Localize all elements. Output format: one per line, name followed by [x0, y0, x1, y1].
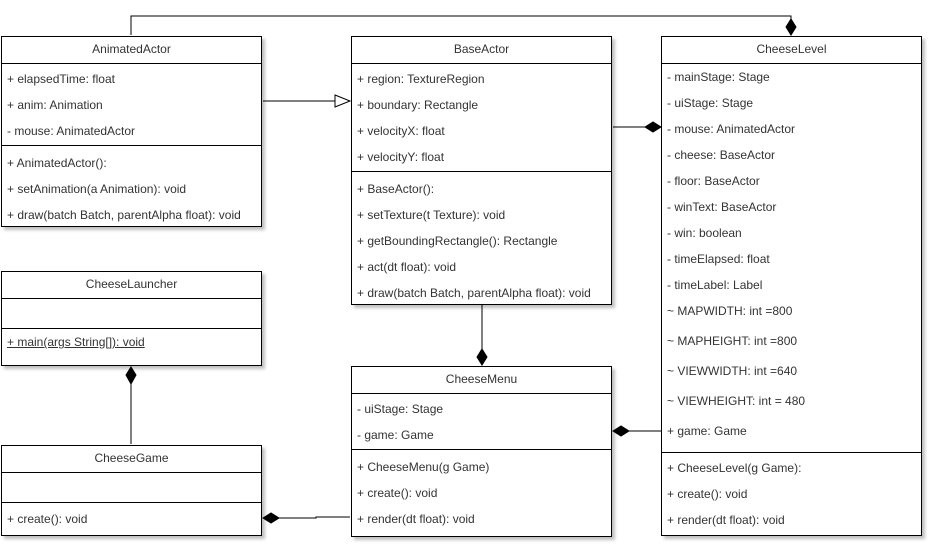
composition-cheesegame-cheeselauncher[interactable]	[125, 366, 137, 444]
method: + AnimatedActor():	[7, 156, 107, 170]
method: + draw(batch Batch, parentAlpha float): …	[7, 208, 241, 222]
methods-section: + AnimatedActor(): + setAnimation(a Anim…	[2, 145, 261, 228]
class-name: AnimatedActor	[92, 42, 171, 56]
attribute: + velocityX: float	[357, 124, 445, 138]
composition-baseactor-cheesemenu[interactable]	[476, 305, 488, 366]
class-name: CheeseLevel	[756, 42, 827, 56]
composition-baseactor-cheeselevel[interactable]	[613, 121, 662, 133]
attributes-section	[2, 472, 261, 502]
methods-section: + main(args String[]): void	[2, 328, 261, 355]
attribute: - uiStage: Stage	[667, 96, 754, 110]
attribute: - game: Game	[357, 428, 434, 442]
attributes-section: - uiStage: Stage - game: Game	[352, 393, 611, 449]
attribute: - timeLabel: Label	[667, 278, 763, 292]
attributes-section: + elapsedTime: float + anim: Animation -…	[2, 63, 261, 145]
method: + render(dt float): void	[357, 512, 475, 526]
attribute: + game: Game	[667, 424, 747, 438]
attribute: ~ MAPHEIGHT: int =800	[667, 334, 798, 348]
method: + act(dt float): void	[357, 260, 457, 274]
methods-section: + CheeseMenu(g Game) + create(): void + …	[352, 449, 611, 532]
class-name: CheeseLauncher	[85, 277, 178, 291]
methods-section: + CheeseLevel(g Game): + create(): void …	[662, 452, 921, 533]
attribute: - mouse: AnimatedActor	[667, 122, 796, 136]
class-cheese-launcher[interactable]: CheeseLauncher + main(args String[]): vo…	[1, 271, 262, 366]
method: + setTexture(t Texture): void	[357, 208, 506, 222]
class-base-actor[interactable]: BaseActor + region: TextureRegion + boun…	[351, 36, 612, 305]
method: + draw(batch Batch, parentAlpha float): …	[357, 286, 591, 300]
attribute: - timeElapsed: float	[667, 252, 770, 266]
attribute: + region: TextureRegion	[357, 72, 485, 86]
class-cheese-level[interactable]: CheeseLevel - mainStage: Stage - uiStage…	[661, 36, 922, 536]
composition-animatedactor-cheeselevel[interactable]	[130, 15, 797, 36]
attribute: ~ VIEWHEIGHT: int = 480	[667, 394, 806, 408]
method: + create(): void	[667, 487, 748, 501]
method: + CheeseMenu(g Game)	[357, 460, 490, 474]
attribute: - mainStage: Stage	[667, 70, 770, 84]
attribute: - winText: BaseActor	[667, 200, 777, 214]
attributes-section: + region: TextureRegion + boundary: Rect…	[352, 63, 611, 171]
methods-section: + BaseActor(): + setTexture(t Texture): …	[352, 171, 611, 306]
class-animated-actor[interactable]: AnimatedActor + elapsedTime: float + ani…	[1, 36, 262, 227]
composition-cheesemenu-cheesegame[interactable]	[262, 512, 350, 524]
attribute: - uiStage: Stage	[357, 402, 444, 416]
class-cheese-menu[interactable]: CheeseMenu - uiStage: Stage - game: Game…	[351, 366, 612, 537]
method: + getBoundingRectangle(): Rectangle	[357, 234, 558, 248]
class-name: CheeseGame	[94, 451, 169, 465]
attribute: ~ VIEWWIDTH: int =640	[667, 364, 798, 378]
attribute: - cheese: BaseActor	[667, 148, 776, 162]
attribute: + velocityY: float	[357, 150, 445, 164]
attribute: + boundary: Rectangle	[357, 98, 479, 112]
generalization-arrow[interactable]	[263, 94, 352, 108]
attribute: - win: boolean	[667, 226, 742, 240]
attribute: + anim: Animation	[7, 98, 103, 112]
method: + render(dt float): void	[667, 513, 785, 527]
class-name: BaseActor	[453, 42, 510, 56]
attribute: - mouse: AnimatedActor	[7, 124, 136, 138]
method: + create(): void	[7, 512, 88, 526]
method: + create(): void	[357, 486, 438, 500]
composition-cheeselevel-cheesemenu[interactable]	[612, 425, 661, 437]
method: + setAnimation(a Animation): void	[7, 182, 187, 196]
method: + BaseActor():	[357, 182, 435, 196]
attribute: ~ MAPWIDTH: int =800	[667, 304, 793, 318]
attribute: + elapsedTime: float	[7, 72, 115, 86]
method: + CheeseLevel(g Game):	[667, 461, 802, 475]
attribute: - floor: BaseActor	[667, 174, 760, 188]
attributes-section	[2, 298, 261, 328]
class-name: CheeseMenu	[445, 372, 518, 386]
method: + main(args String[]): void	[7, 335, 145, 349]
methods-section: + create(): void	[2, 502, 261, 532]
attributes-section: - mainStage: Stage - uiStage: Stage - mo…	[662, 63, 921, 452]
class-cheese-game[interactable]: CheeseGame + create(): void	[1, 445, 262, 536]
